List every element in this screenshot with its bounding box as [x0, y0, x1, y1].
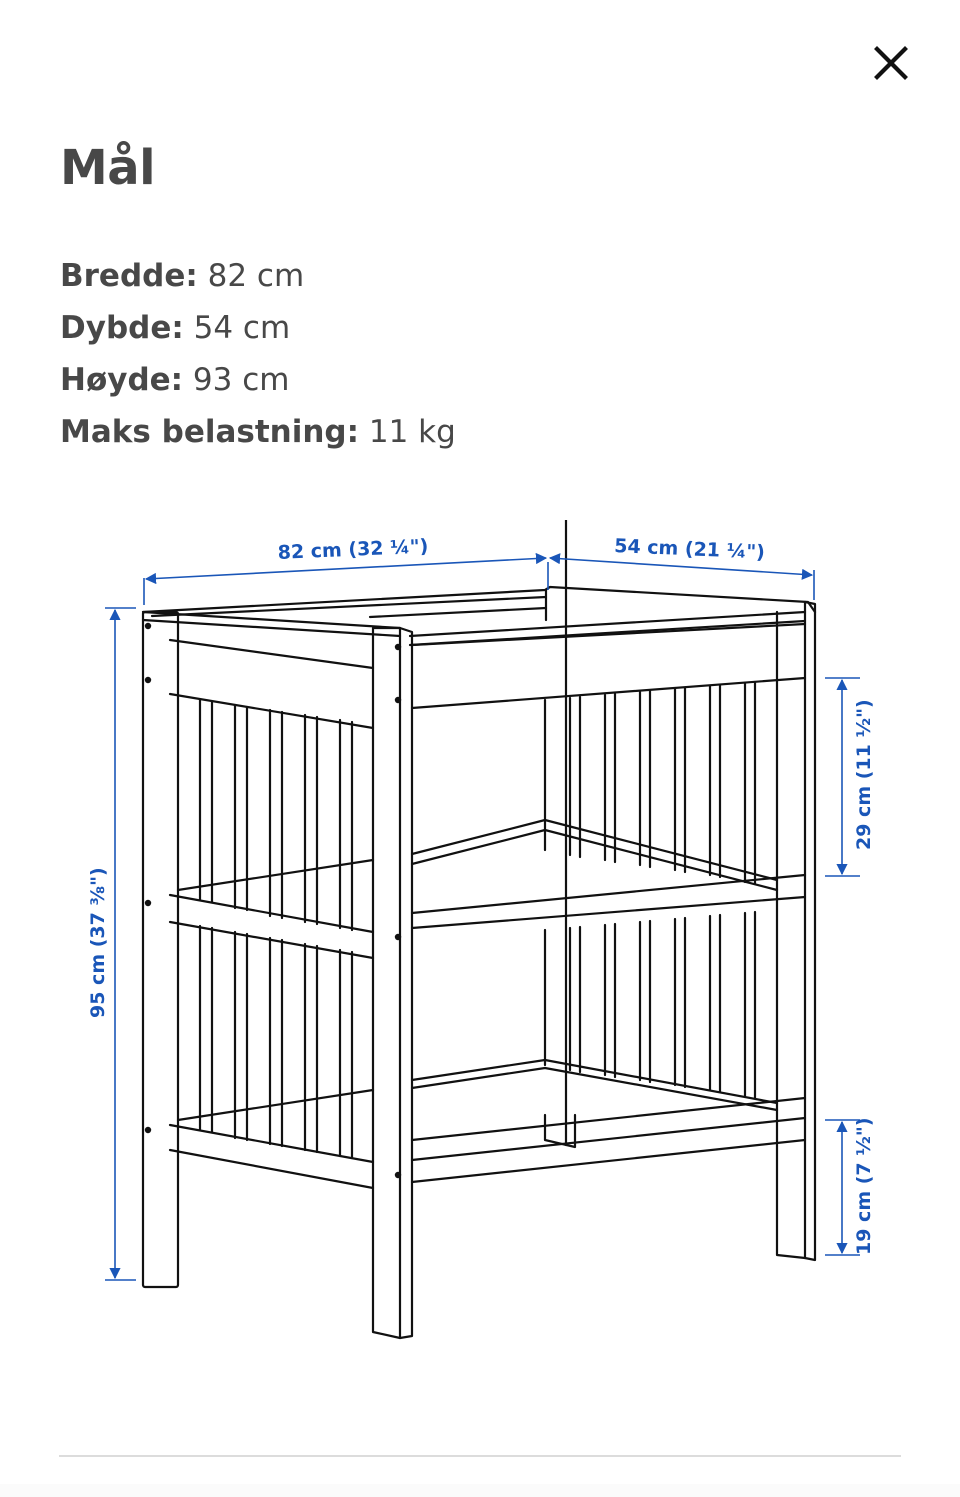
back-slats-lower	[543, 910, 757, 1100]
spec-value: 82 cm	[197, 258, 305, 294]
dialog-title: Mål	[60, 140, 156, 196]
spec-row-depth: Dybde: 54 cm	[60, 302, 456, 354]
spec-value: 11 kg	[359, 414, 456, 450]
width-dimension-label: 82 cm (32 ¼")	[277, 535, 429, 564]
leg-clearance-dimension-label: 19 cm (7 ½")	[853, 1118, 875, 1256]
section-divider	[59, 1455, 901, 1457]
spec-label: Dybde:	[60, 310, 184, 346]
screw-dots	[144, 622, 402, 1179]
spec-row-height: Høyde: 93 cm	[60, 354, 456, 406]
spec-label: Bredde:	[60, 258, 198, 294]
changing-table-illustration: 82 cm (32 ¼") 54 cm (21 ¼") 95 cm (37 ⅜"…	[87, 520, 875, 1340]
spec-row-max-load: Maks belastning: 11 kg	[60, 406, 456, 458]
spec-value: 93 cm	[183, 362, 290, 398]
depth-dimension-label: 54 cm (21 ¼")	[614, 535, 766, 564]
shelf-gap-dimension-label: 29 cm (11 ½")	[853, 699, 875, 850]
close-icon	[874, 46, 908, 80]
table-frame	[141, 520, 817, 1340]
left-slats-upper	[198, 698, 354, 932]
dimension-lines	[105, 552, 860, 1281]
footer-edge	[0, 1484, 960, 1497]
spec-label: Høyde:	[60, 362, 184, 398]
spec-label: Maks belastning:	[60, 414, 360, 450]
left-slats-lower	[198, 924, 354, 1160]
product-dimension-drawing: 82 cm (32 ¼") 54 cm (21 ¼") 95 cm (37 ⅜"…	[60, 520, 920, 1350]
back-slats-upper	[543, 680, 757, 886]
spec-row-width: Bredde: 82 cm	[60, 250, 456, 302]
height-dimension-label: 95 cm (37 ⅜")	[87, 867, 109, 1018]
close-button[interactable]	[866, 38, 916, 88]
spec-value: 54 cm	[183, 310, 291, 346]
spec-list: Bredde: 82 cm Dybde: 54 cm Høyde: 93 cm …	[60, 250, 456, 458]
